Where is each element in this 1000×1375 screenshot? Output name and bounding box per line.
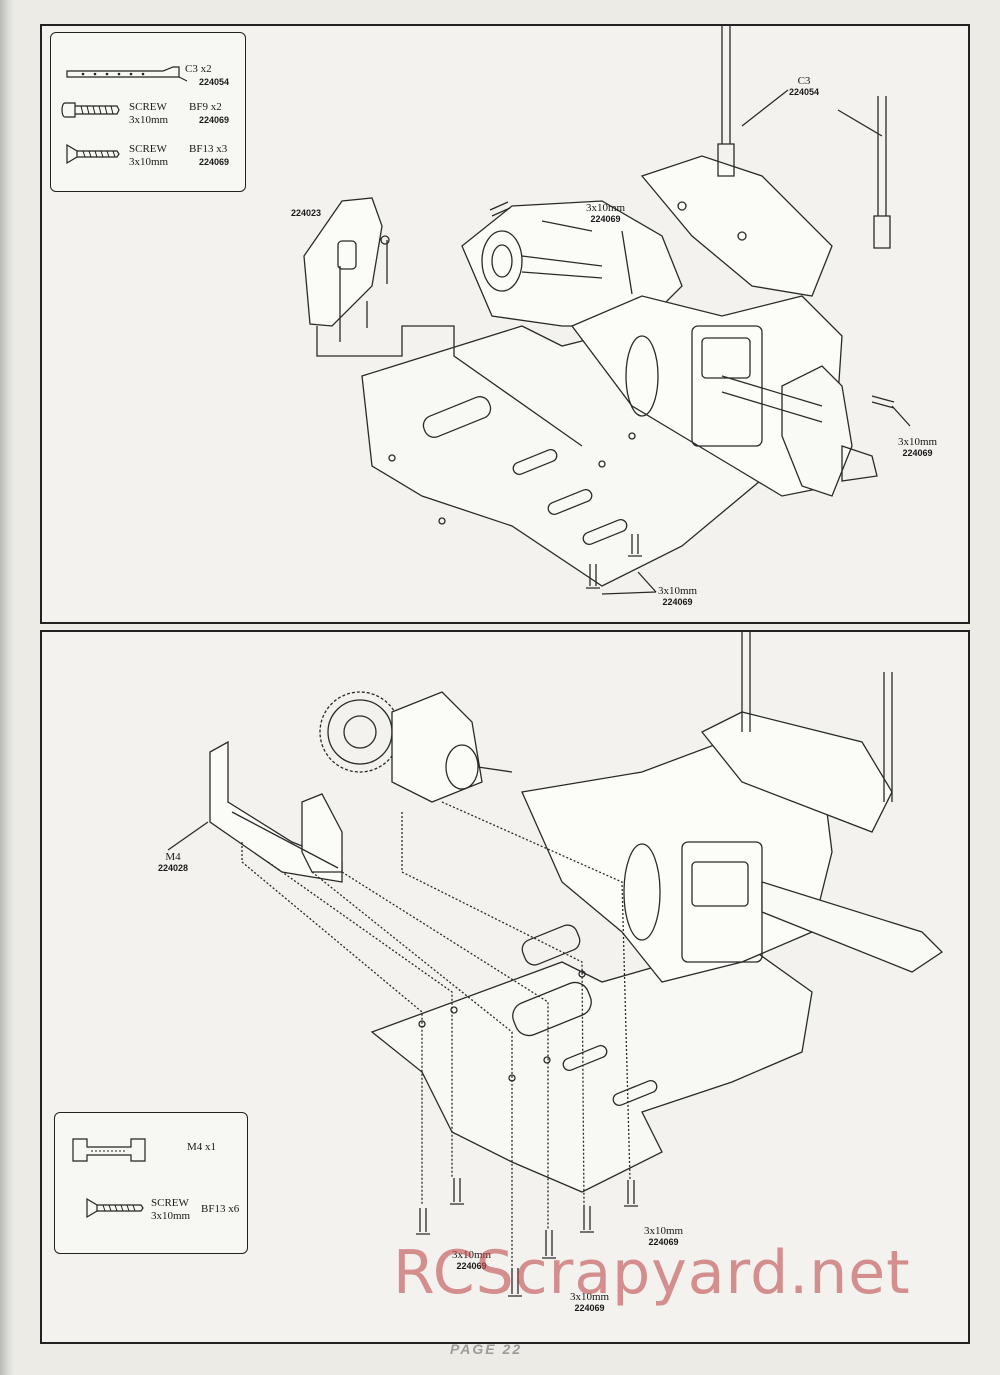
scan-binding-edge — [0, 0, 14, 1375]
screw-size: 3x10mm — [452, 1249, 492, 1261]
shock-tower-part-number: 224023 — [291, 208, 322, 218]
screw-part-number: 224069 — [662, 597, 693, 607]
m4-label: M4 — [165, 851, 181, 863]
parts-legend-top: C3 x2 224054 SCREW 3x10mm BF9 x2 224069 … — [50, 32, 246, 192]
pan-head-screw-icon — [61, 102, 120, 118]
screw-size: 3x10mm — [644, 1225, 684, 1237]
callout-screw-upper: 3x10mm 224069 — [586, 203, 625, 225]
countersunk-screw-icon — [66, 143, 120, 165]
callout-screw-bottom: 3x10mm 224069 — [658, 586, 697, 608]
callout-shock-tower: 224023 — [291, 208, 321, 219]
c3-part-number: 224054 — [789, 87, 820, 97]
callout-screw-right: 3x10mm 224069 — [644, 1226, 683, 1248]
m4-quantity: M4 x1 — [187, 1141, 217, 1153]
assembly-step-bottom: M4 224028 3x10mm 224069 3x10mm 224069 3x… — [40, 630, 970, 1344]
bf13-quantity: BF13 x6 — [201, 1203, 240, 1215]
screw-part-number: 224069 — [590, 214, 621, 224]
screw-size: 3x10mm — [658, 585, 698, 597]
page-number: PAGE 22 — [450, 1341, 523, 1357]
screw-part-number: 224069 — [902, 448, 933, 458]
assembly-step-top: C3 x2 224054 SCREW 3x10mm BF9 x2 224069 … — [40, 24, 970, 624]
screw-size: 3x10mm — [586, 202, 626, 214]
screw-part-number: 224069 — [456, 1261, 487, 1271]
screw-label: SCREW — [151, 1197, 189, 1209]
c3-label: C3 — [797, 75, 811, 87]
screw-size: 3x10mm — [898, 436, 938, 448]
screw-part-number: 224069 — [574, 1303, 605, 1313]
c3-quantity: C3 x2 — [185, 63, 212, 75]
parts-legend-bottom: M4 x1 SCREW 3x10mm BF13 x6 — [54, 1112, 248, 1254]
bf13-part-number: 224069 — [199, 157, 230, 167]
bf9-part-number: 224069 — [199, 115, 230, 125]
callout-screw-right: 3x10mm 224069 — [898, 437, 937, 459]
screw-label: SCREW — [129, 101, 167, 113]
countersunk-screw-icon — [86, 1197, 144, 1219]
screw-part-number: 224069 — [648, 1237, 679, 1247]
c3-post-icon — [66, 66, 188, 82]
screw-size: 3x10mm — [129, 156, 169, 168]
site-watermark: RCScrapyard.net — [393, 1238, 911, 1308]
c3-part-number: 224054 — [199, 77, 230, 87]
top-assembly-diagram — [303, 26, 911, 595]
bf9-quantity: BF9 x2 — [189, 101, 222, 113]
screw-size: 3x10mm — [570, 1291, 610, 1303]
callout-c3: C3 224054 — [789, 76, 819, 98]
screw-size: 3x10mm — [151, 1210, 191, 1222]
callout-m4: M4 224028 — [158, 852, 188, 874]
bf13-quantity: BF13 x3 — [189, 143, 228, 155]
bottom-assembly-diagram — [167, 632, 944, 1297]
screw-label: SCREW — [129, 143, 167, 155]
m4-mount-icon — [72, 1138, 146, 1162]
m4-part-number: 224028 — [158, 863, 189, 873]
screw-size: 3x10mm — [129, 114, 169, 126]
callout-screw-center: 3x10mm 224069 — [570, 1292, 609, 1314]
callout-screw-left: 3x10mm 224069 — [452, 1250, 491, 1272]
